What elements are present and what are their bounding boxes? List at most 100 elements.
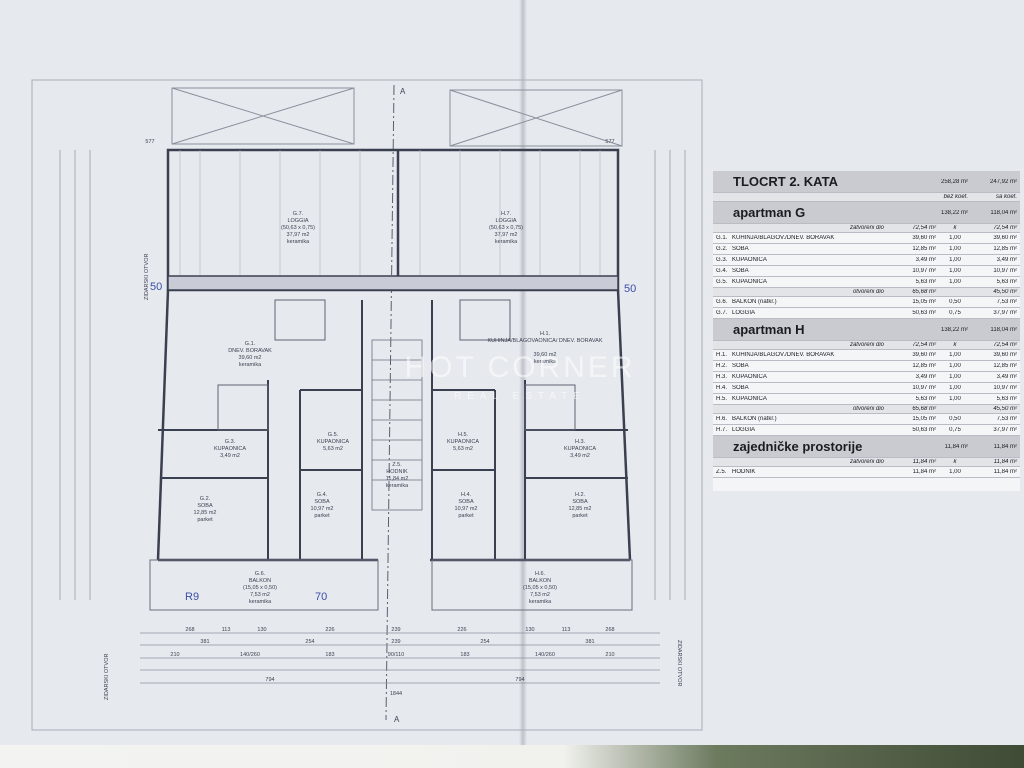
room-name: LOGGIA: [495, 218, 516, 224]
row-code: G.5.: [716, 279, 728, 285]
room-code: G.2.: [200, 496, 211, 502]
room-area: 37,97 m2: [287, 232, 310, 238]
dim-label: 1844: [390, 691, 402, 697]
dim-label: 210: [170, 652, 179, 658]
row-area: 15,05 m²: [912, 416, 936, 422]
room-formula: (15,05 x 0,50): [523, 585, 557, 591]
room-area: 10,97 m2: [455, 506, 478, 512]
section-name: zajedničke prostorije: [733, 439, 863, 454]
room-code: G.3.: [225, 439, 236, 445]
row-k: 1,00: [949, 268, 961, 274]
room-finish: parket: [458, 513, 474, 519]
row-net: 3,49 m²: [996, 257, 1017, 263]
closed-net: 11,84 m²: [993, 459, 1017, 465]
section-net: 11,84 m²: [993, 443, 1017, 450]
legend-title: TLOCRT 2. KATA: [733, 174, 838, 189]
row-area: 12,85 m²: [912, 246, 936, 252]
row-area: 12,85 m²: [912, 363, 936, 369]
dim-label: 210: [605, 652, 614, 658]
room-finish: keramika: [386, 483, 409, 489]
dim-label: 130: [257, 627, 266, 633]
watermark-main: HOT CORNER: [404, 351, 635, 384]
open-area: 65,68 m²: [912, 289, 936, 295]
handwritten-marks: 50 50 70 R9: [150, 281, 636, 603]
room-area: 39,60 m2: [534, 352, 557, 358]
closed-area: 72,54 m²: [912, 225, 936, 231]
room-code: H.3.: [575, 439, 586, 445]
row-net: 10,97 m²: [993, 268, 1017, 274]
staircase: [371, 339, 423, 511]
handwritten-note: 50: [624, 283, 636, 295]
dim-label: 140/260: [535, 652, 555, 658]
k-label: k: [953, 225, 957, 231]
row-k: 1,00: [949, 374, 961, 380]
bottom-dimensions: 268 113 130 226 239 226 130 113 268 381 …: [145, 139, 614, 697]
k-label: k: [953, 342, 957, 348]
room-area: 5,63 m2: [323, 446, 343, 452]
room-code: G.4.: [317, 492, 328, 498]
row-net: 12,85 m²: [993, 363, 1017, 369]
handwritten-note: 70: [315, 591, 327, 603]
side-label-left: ZIDARSKI OTVOR: [144, 254, 150, 300]
row-code: G.3.: [716, 257, 728, 263]
room-finish: keramika: [495, 239, 518, 245]
room-area: 39,60 m2: [239, 355, 262, 361]
room-name: KUPAONICA: [317, 439, 349, 445]
row-name: SOBA: [732, 385, 749, 391]
room-name: SOBA: [572, 499, 588, 505]
room-area: 11,84 m2: [386, 476, 409, 482]
row-name: KUPAONICA: [732, 374, 767, 380]
area-legend-table: TLOCRT 2. KATA 258,28 m² 247,92 m² bez k…: [713, 171, 1020, 491]
section-net: 118,04 m²: [990, 326, 1017, 333]
dim-label: 794: [515, 677, 524, 683]
dim-label: 140/260: [240, 652, 260, 658]
row-k: 0,75: [949, 427, 961, 433]
closed-label: zatvoreni dio: [849, 459, 884, 465]
dim-label: 90/110: [388, 652, 404, 658]
row-code: G.2.: [716, 246, 728, 252]
room-name: SOBA: [314, 499, 330, 505]
room-name: KUHINJA/BLAGOVAONICA/ DNEV. BORAVAK: [487, 338, 602, 344]
section-open-header: otvoreni dio 65,68 m² 45,50 m²: [713, 288, 1020, 297]
facade-band: [167, 275, 619, 291]
row-name: KUHINJA/BLAGOV./DNEV. BORAVAK: [732, 352, 835, 358]
room-labels: G.7. LOGGIA (50,63 x 0,75) 37,97 m2 kera…: [194, 211, 603, 605]
closed-label: zatvoreni dio: [849, 225, 884, 231]
row-k: 1,00: [949, 385, 961, 391]
section-area: 138,22 m²: [940, 326, 968, 333]
room-code: G.6.: [255, 571, 266, 577]
paper-fold: [519, 0, 527, 745]
room-finish: keramika: [239, 362, 262, 368]
row-name: LOGGIA: [732, 427, 756, 433]
legend-sub-area: bez koef.: [943, 194, 968, 200]
room-code: H.4.: [461, 492, 472, 498]
row-area: 5,63 m²: [915, 279, 936, 285]
room-code: G.7.: [293, 211, 304, 217]
row-name: SOBA: [732, 246, 749, 252]
center-axis: [385, 84, 395, 721]
section-header: apartman H 138,22 m² 118,04 m²: [713, 319, 1020, 341]
row-name: KUPAONICA: [732, 257, 767, 263]
row-area: 39,60 m²: [912, 352, 936, 358]
room-area: 7,53 m2: [250, 592, 270, 598]
row-net: 37,97 m²: [993, 427, 1017, 433]
row-name: KUPAONICA: [732, 396, 767, 402]
room-name: HODNIK: [386, 469, 408, 475]
dim-label: 577: [145, 139, 154, 145]
room-name: DNEV. BORAVAK: [228, 348, 272, 354]
row-area: 3,49 m²: [915, 257, 936, 263]
room-area: 12,85 m2: [194, 510, 217, 516]
dim-label: 254: [480, 639, 489, 645]
row-net: 5,63 m²: [996, 279, 1017, 285]
room-area: 10,97 m2: [311, 506, 334, 512]
section-header: zajedničke prostorije 11,84 m² 11,84 m²: [713, 436, 1020, 458]
row-name: LOGGIA: [732, 310, 756, 316]
row-name: SOBA: [732, 363, 749, 369]
room-finish: keramika: [249, 599, 272, 605]
